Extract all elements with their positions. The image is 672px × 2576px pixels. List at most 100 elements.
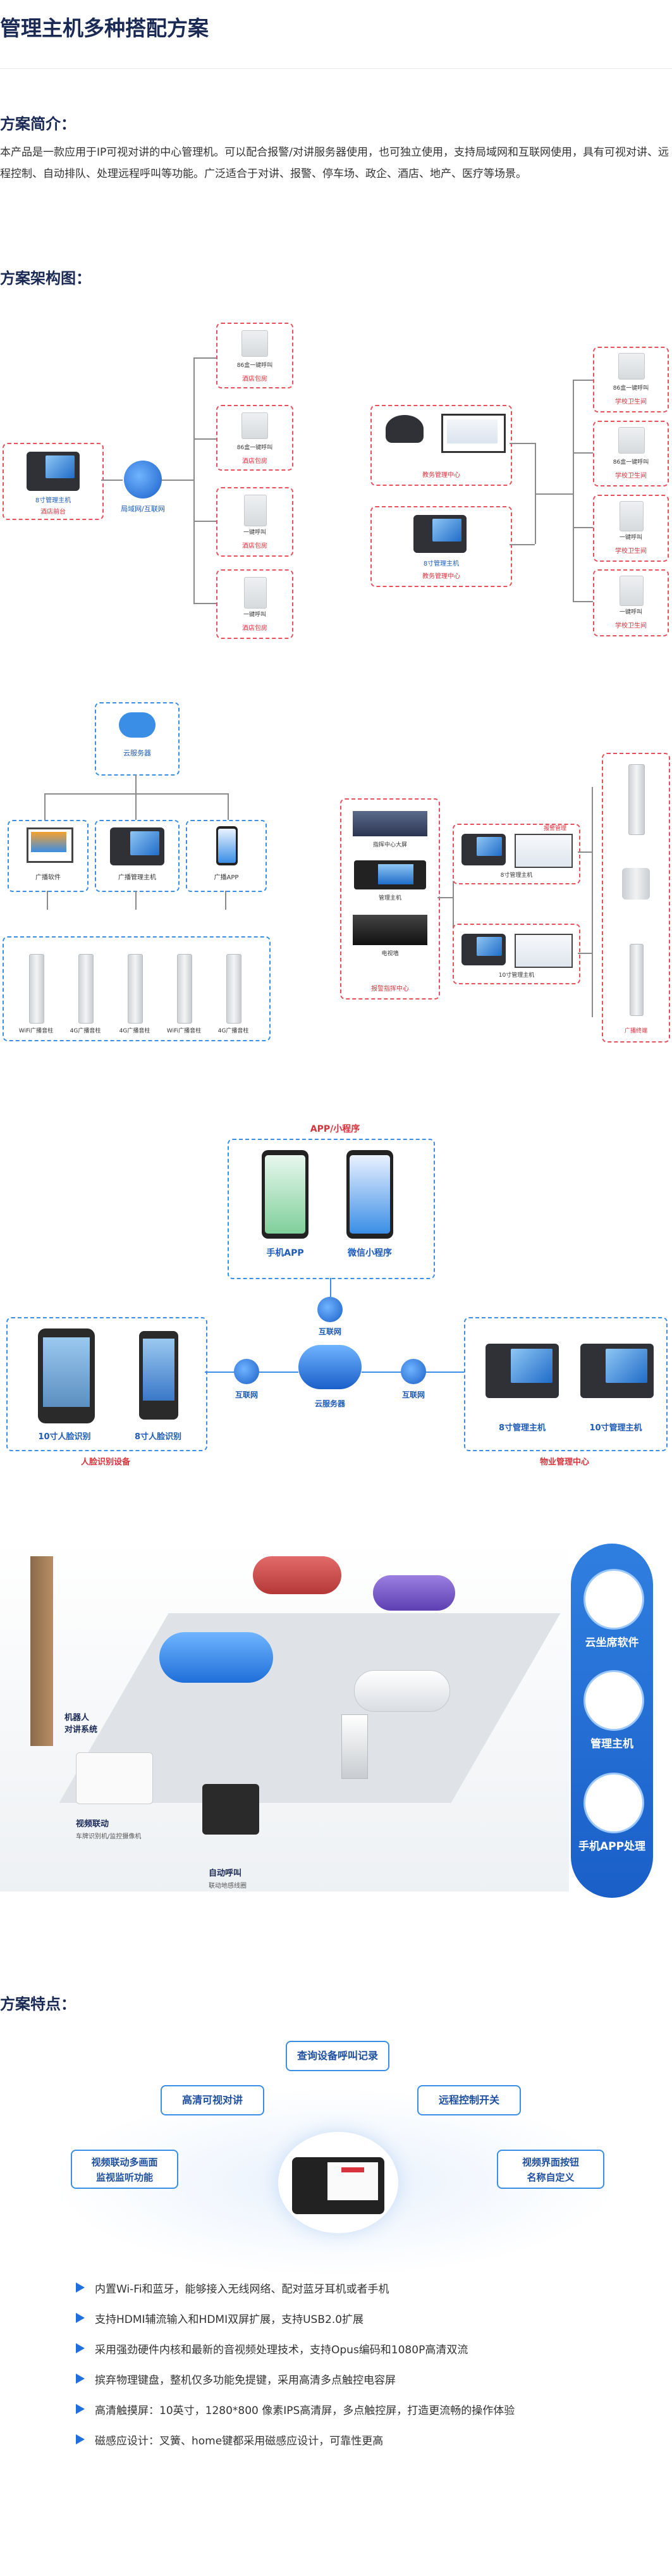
network-globe-icon bbox=[124, 461, 162, 498]
host-label: 8寸管理主机 bbox=[423, 560, 460, 567]
speaker-label: 4G广播音柱 bbox=[119, 1028, 150, 1034]
host-image bbox=[354, 860, 426, 889]
speakers-box: WiFi广播音柱 4G广播音柱 4G广播音柱 WiFi广播音柱 4G广播音柱 bbox=[3, 936, 271, 1041]
alarm-label: 自动呼叫 bbox=[209, 1869, 242, 1878]
broadcast-client-3: 广播APP bbox=[186, 820, 267, 892]
internet-label-right: 互联网 bbox=[401, 1390, 425, 1399]
face-device-label: 10寸人脸识别 bbox=[38, 1432, 91, 1442]
app-box: 手机APP 微信小程序 bbox=[228, 1139, 435, 1279]
alarm-host-box-2: 10寸管理主机 bbox=[453, 924, 580, 984]
device-caption: 学校卫生间 bbox=[615, 473, 647, 480]
face-device-label: 8寸人脸识别 bbox=[134, 1432, 182, 1442]
group-label: 报警管理 bbox=[543, 826, 566, 832]
feature-item: 采用强劲硬件内核和最新的音视频处理技术，支持Opus编码和1080P高清双流 bbox=[95, 2344, 468, 2356]
device-caption: 酒店包房 bbox=[242, 458, 267, 465]
side-label: 手机APP处理 bbox=[578, 1840, 646, 1853]
feature-pill: 远程控制开关 bbox=[417, 2085, 521, 2115]
device-caption: 学校卫生间 bbox=[615, 399, 647, 406]
speaker-label: WiFi广播音柱 bbox=[166, 1028, 202, 1034]
school-center-a: 教务管理中心 bbox=[370, 405, 512, 486]
device-name: 86盒一键呼叫 bbox=[236, 362, 273, 369]
intro-heading: 方案简介： bbox=[0, 115, 76, 133]
face-device-8-image bbox=[139, 1331, 178, 1420]
device-name: 一键呼叫 bbox=[619, 535, 642, 541]
title-divider bbox=[0, 68, 672, 69]
device-name: 86盒一键呼叫 bbox=[613, 385, 649, 392]
camera-sub: 车牌识别机/监控摄像机 bbox=[76, 1833, 142, 1840]
device-caption: 酒店包房 bbox=[242, 543, 267, 550]
app-title: APP/小程序 bbox=[310, 1124, 360, 1134]
features-heading: 方案特点： bbox=[0, 1995, 76, 2013]
client-label: 广播软件 bbox=[35, 874, 61, 881]
internet-globe-icon bbox=[317, 1297, 343, 1322]
device-name: 一键呼叫 bbox=[243, 612, 266, 618]
room-device-3: 一键呼叫 酒店包房 bbox=[216, 487, 293, 557]
parking-scene bbox=[0, 1537, 569, 1892]
white-car-image bbox=[354, 1670, 450, 1712]
feature-item: 磁感应设计：叉簧、home键都采用磁感应设计，可靠性更高 bbox=[95, 2435, 384, 2448]
device-caption: 学校卫生间 bbox=[615, 622, 647, 629]
alarm-sub: 联动地感线圈 bbox=[209, 1883, 247, 1890]
internet-label-left: 互联网 bbox=[235, 1390, 258, 1399]
barrier-gate bbox=[341, 1714, 368, 1779]
speaker-label: 4G广播音柱 bbox=[70, 1028, 101, 1034]
management-host-image bbox=[27, 452, 80, 491]
device-caption: 学校卫生间 bbox=[615, 548, 647, 555]
phone-image bbox=[216, 826, 238, 865]
robot-label: 机器人 对讲系统 bbox=[64, 1713, 98, 1735]
school-device-3: 一键呼叫 学校卫生间 bbox=[593, 495, 669, 562]
bullet-icon bbox=[76, 2343, 85, 2353]
internet-globe-icon-left bbox=[234, 1359, 259, 1384]
school-device-4: 一键呼叫 学校卫生间 bbox=[593, 569, 669, 636]
device-name: 一键呼叫 bbox=[243, 529, 266, 536]
host-label: 8寸管理主机 bbox=[35, 497, 71, 504]
face-devices-box: 10寸人脸识别 8寸人脸识别 bbox=[6, 1317, 207, 1451]
host-label: 8寸管理主机 bbox=[498, 1423, 546, 1433]
camera-image bbox=[76, 1752, 153, 1804]
host-label: 10寸管理主机 bbox=[589, 1423, 642, 1433]
mini-program-image bbox=[346, 1150, 393, 1239]
bullet-icon bbox=[76, 2313, 85, 2323]
cloud-server-icon bbox=[298, 1345, 362, 1389]
desktop-image bbox=[27, 827, 73, 863]
broadcast-client-2: 广播管理主机 bbox=[95, 820, 180, 892]
alarm-command-center: 指挥中心大屏 管理主机 电视墙 报警指挥中心 bbox=[340, 798, 440, 1000]
camera-label: 视频联动 bbox=[76, 1819, 109, 1829]
phone-app-image bbox=[262, 1150, 309, 1239]
speaker-label: 4G广播音柱 bbox=[217, 1028, 249, 1034]
client-label: 广播APP bbox=[214, 874, 239, 881]
bullet-icon bbox=[76, 2404, 85, 2414]
robot-intercom-pole bbox=[30, 1556, 53, 1746]
center-item: 电视墙 bbox=[381, 951, 399, 957]
school-center-b: 8寸管理主机 教务管理中心 bbox=[370, 506, 512, 587]
center-item: 指挥中心大屏 bbox=[372, 842, 407, 848]
center-caption: 教务管理中心 bbox=[422, 573, 460, 580]
app-label: 手机APP bbox=[266, 1248, 304, 1258]
feature-item: 摈弃物理键盘，整机仅多功能免提键，采用高清多点触控电容屏 bbox=[95, 2374, 396, 2387]
alarm-box-image bbox=[202, 1784, 259, 1835]
map-monitor-image bbox=[515, 834, 573, 868]
side-label: 管理主机 bbox=[590, 1738, 633, 1750]
room-device-4: 一键呼叫 酒店包房 bbox=[216, 569, 293, 639]
device-name: 86盒一键呼叫 bbox=[236, 445, 273, 451]
alarm-host-box-1: 报警管理 8寸管理主机 bbox=[453, 824, 580, 884]
architecture-heading: 方案架构图： bbox=[0, 269, 91, 287]
conference-phone-image bbox=[386, 415, 424, 443]
speaker-label: WiFi广播音柱 bbox=[18, 1028, 54, 1034]
broadcast-client-1: 广播软件 bbox=[8, 820, 89, 892]
room-device-2: 86盒一键呼叫 酒店包房 bbox=[216, 405, 293, 471]
speakers-caption: 广播终端 bbox=[624, 1028, 647, 1034]
purple-car-image bbox=[373, 1575, 455, 1611]
host-caption: 酒店前台 bbox=[40, 509, 66, 516]
feature-item: 高清触摸屏：10英寸，1280*800 像素IPS高清屏，多点触控屏，打造更流畅… bbox=[95, 2405, 515, 2417]
map-monitor-image bbox=[515, 934, 573, 968]
device-caption: 酒店包房 bbox=[242, 625, 267, 632]
host-label: 10寸管理主机 bbox=[498, 972, 535, 979]
feature-pill: 查询设备呼叫记录 bbox=[286, 2041, 389, 2071]
face-caption: 人脸识别设备 bbox=[80, 1458, 130, 1467]
cloud-seat-icon bbox=[583, 1569, 644, 1630]
app-label: 微信小程序 bbox=[348, 1248, 392, 1258]
client-label: 广播管理主机 bbox=[118, 874, 156, 881]
cloud-icon bbox=[119, 712, 156, 738]
mobile-app-icon bbox=[583, 1773, 644, 1833]
